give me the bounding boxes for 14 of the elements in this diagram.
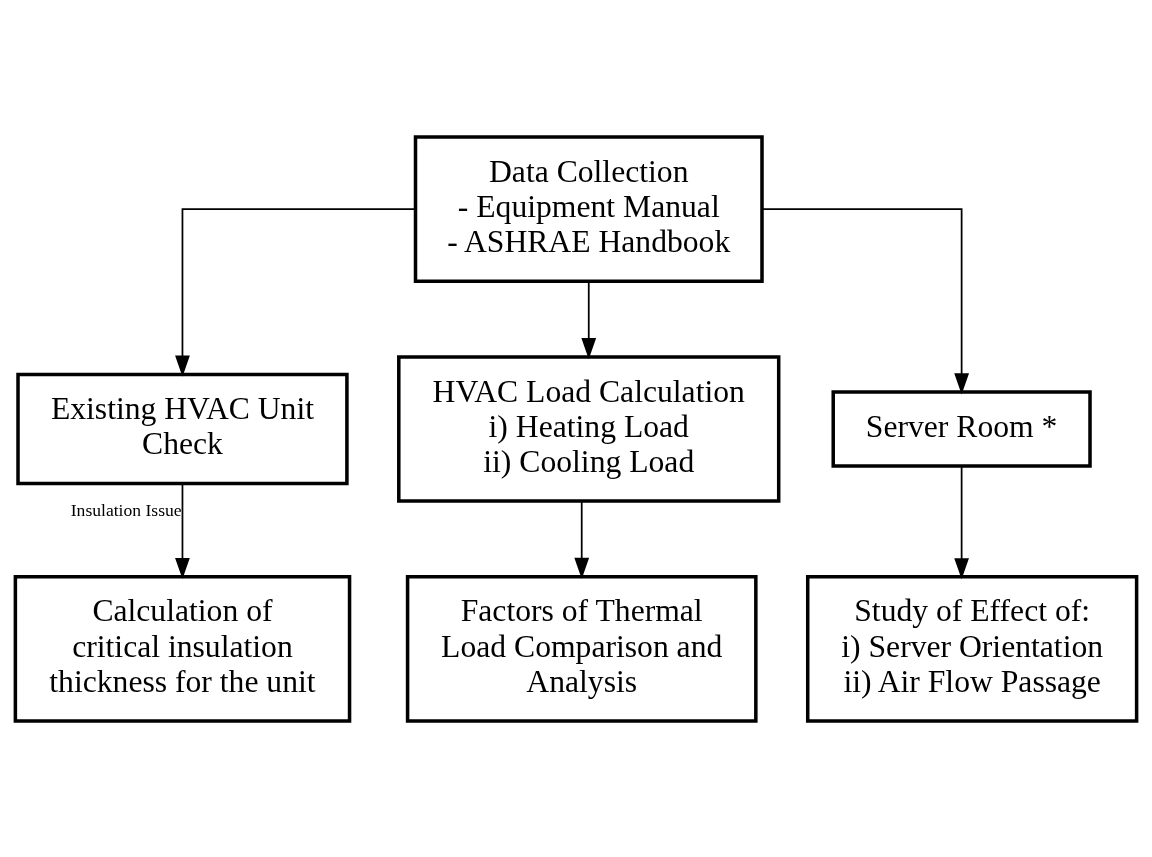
arrow [581,280,597,359]
arrow [574,500,590,579]
node-box: Study of Effect of: i) Server Orientation ii) Air Flow Passage [805,574,1139,723]
arrow [761,207,970,394]
node-box: Existing HVAC Unit Check [16,372,349,485]
arrow [954,464,970,579]
edge-label: Insulation Issue [70,499,182,520]
node-box: Server Room * [831,389,1092,468]
node-box: Factors of Thermal Load Comparison and Analysis [405,574,758,723]
node-box: Data Collection - Equipment Manual - ASHRAE Handbook [413,134,764,283]
arrow [175,207,417,377]
node-box: Calculation of critical insulation thickness for the unit [13,574,352,723]
node-box: HVAC Load Calculation i) Heating Load ii) Cooling Load [397,354,781,503]
arrow [175,482,190,579]
